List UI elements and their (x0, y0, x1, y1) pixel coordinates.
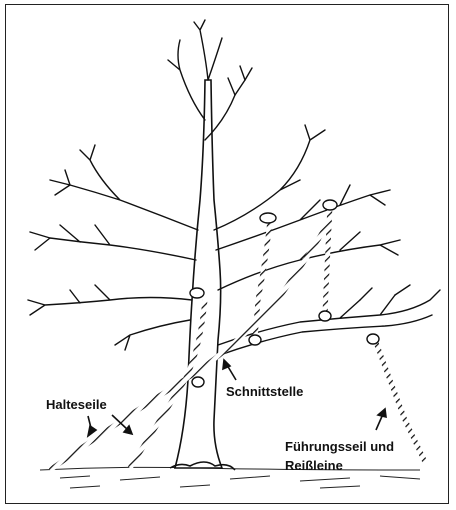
label-schnittstelle: Schnittstelle (226, 384, 303, 400)
arrow-halteseile-1 (88, 416, 96, 436)
ground (40, 467, 420, 488)
arrow-schnittstelle (223, 360, 236, 380)
label-fuehrungsseil-line1: Führungsseil und (285, 439, 394, 455)
rope-guide-2 (325, 205, 330, 315)
arrow-fuehrungsseil (376, 409, 386, 430)
tree-branches (28, 20, 440, 355)
label-fuehrungsseil-line2: Reißleine (285, 458, 343, 474)
tree-trunk (170, 80, 235, 470)
label-halteseile: Halteseile (46, 397, 107, 413)
